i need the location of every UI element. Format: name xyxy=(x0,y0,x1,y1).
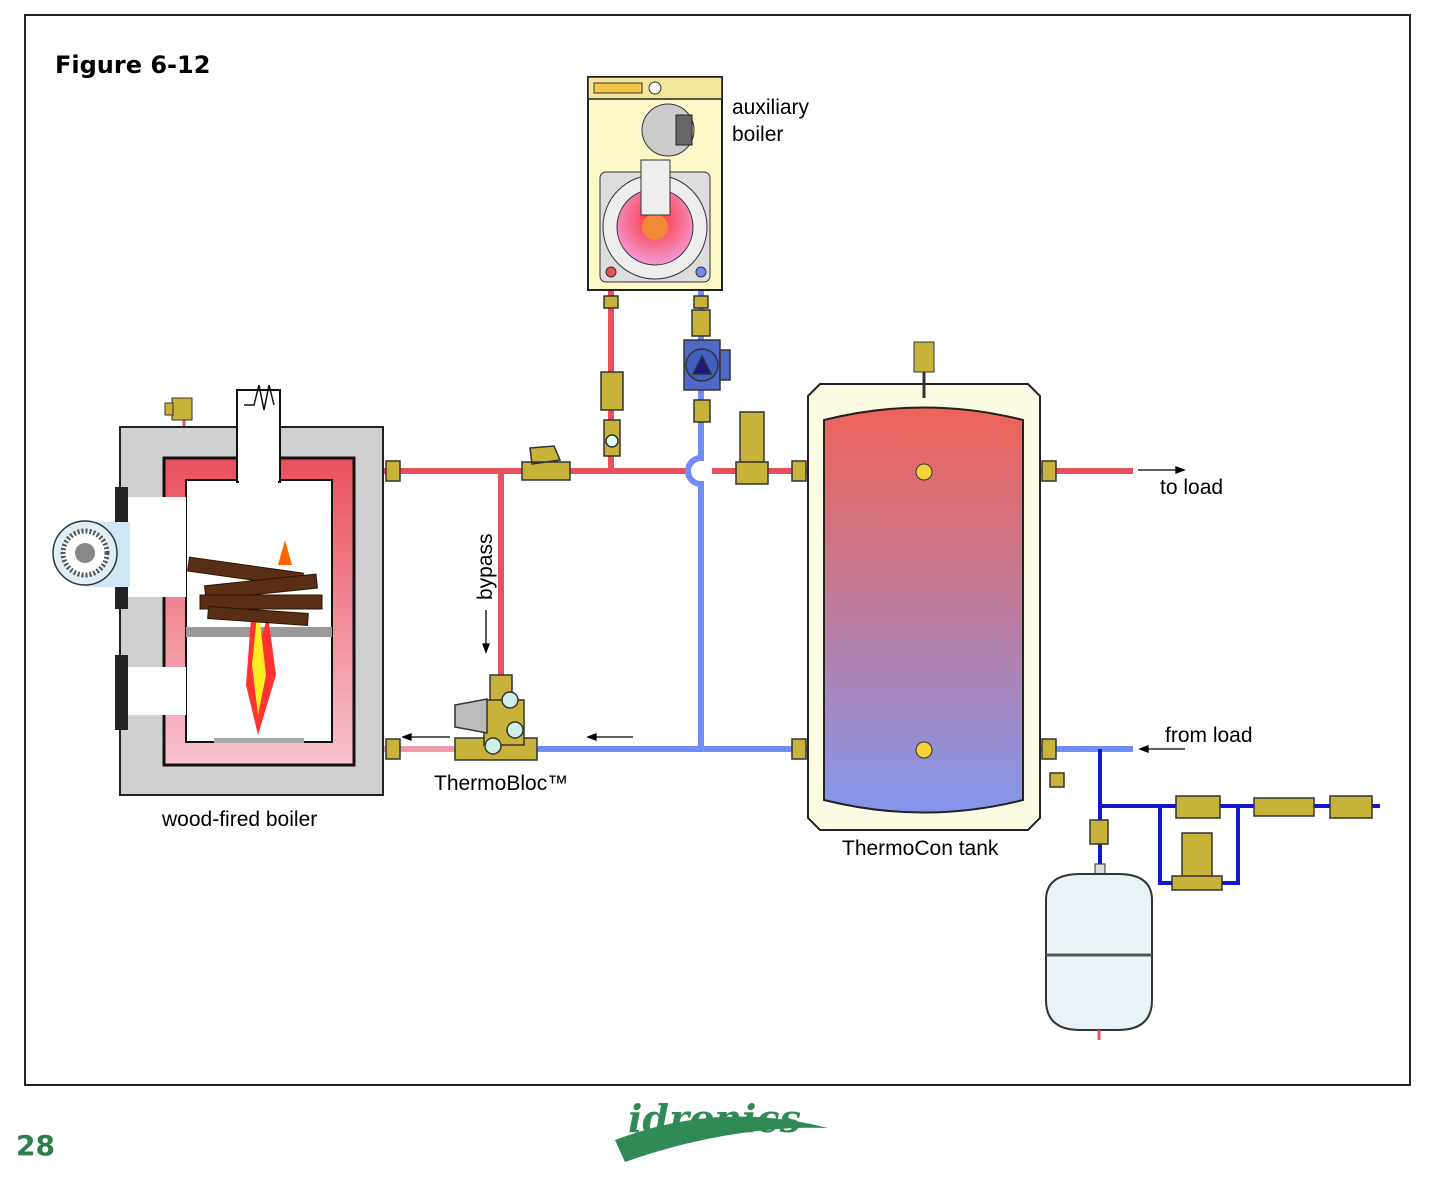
ball-valve-icon xyxy=(1329,795,1373,819)
strainer-icon xyxy=(521,445,571,481)
check-valve-icon xyxy=(600,371,624,411)
backflow-preventer-icon xyxy=(1253,797,1315,817)
thermocon-tank-label: ThermoCon tank xyxy=(842,837,999,860)
auxiliary-boiler-label-1: auxiliary xyxy=(732,96,810,119)
from-load-label: from load xyxy=(1165,724,1253,747)
blower-fan-icon xyxy=(52,520,130,587)
svg-text:idronics: idronics xyxy=(628,1096,801,1141)
circulator-pump-icon xyxy=(683,339,731,391)
auxiliary-boiler-label-2: boiler xyxy=(732,123,783,146)
idronics-logo: idronics xyxy=(615,1096,828,1162)
air-vent-icon xyxy=(913,341,935,373)
thermobloc-label: ThermoBloc™ xyxy=(434,772,568,795)
wood-fired-boiler-label: wood-fired boiler xyxy=(161,808,317,831)
thermocon-tank xyxy=(807,341,1041,831)
figure-frame xyxy=(24,14,1411,1086)
bypass-label: bypass xyxy=(474,533,497,600)
aux-return-pipe xyxy=(685,270,704,749)
flow-arrows xyxy=(401,466,1186,753)
page-number: 28 xyxy=(16,1129,55,1162)
to-load-label: to load xyxy=(1160,476,1223,499)
ball-valve-icon xyxy=(1175,795,1221,819)
figure-title: Figure 6-12 xyxy=(55,51,210,79)
auxiliary-boiler xyxy=(587,76,723,291)
relief-valve-icon xyxy=(164,397,193,421)
drain-valve-icon xyxy=(1049,772,1065,788)
air-separator-icon xyxy=(739,411,765,463)
expansion-tank xyxy=(1045,863,1153,1040)
thermobloc-valve-icon xyxy=(454,674,538,761)
valves-and-fittings xyxy=(385,295,1373,891)
wood-fired-boiler xyxy=(52,384,384,796)
